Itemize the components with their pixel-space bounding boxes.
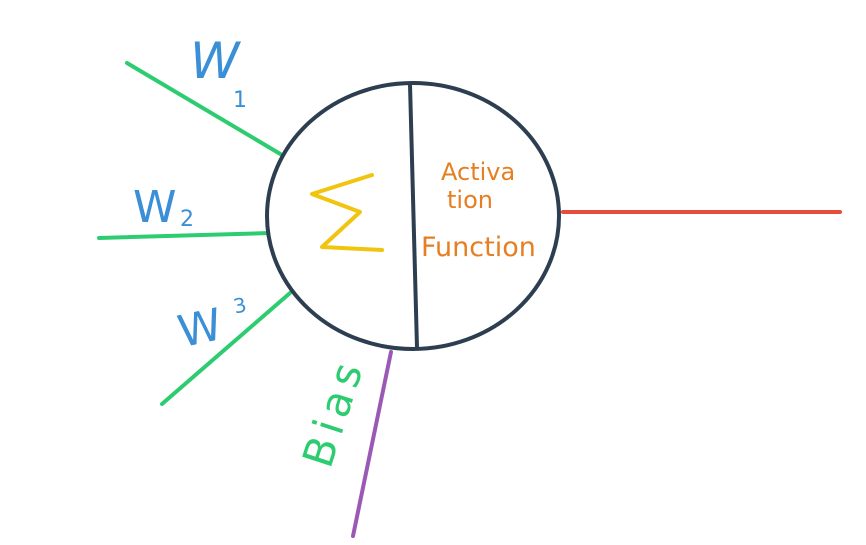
- weight-label-1: W 1: [190, 32, 247, 113]
- sum-symbol-icon: [310, 173, 384, 252]
- activation-label-line1: Activa: [441, 158, 515, 186]
- input-line-2: [97, 231, 272, 240]
- weight-label-3-letter: W: [174, 299, 227, 358]
- input-line-1: [125, 61, 284, 157]
- weight-label-3: W 3: [174, 292, 249, 358]
- weight-label-2-subscript: 2: [180, 207, 194, 232]
- activation-label-line2: tion: [447, 186, 493, 214]
- weight-label-1-subscript: 1: [233, 88, 247, 113]
- weight-label-2-letter: W: [133, 182, 177, 233]
- weight-label-1-letter: W: [190, 32, 241, 90]
- activation-label-line3: Function: [421, 232, 536, 263]
- bias-line: [351, 350, 393, 538]
- input-line-3: [160, 291, 292, 406]
- weight-label-2: W 2: [133, 182, 194, 233]
- bias-label: Bias: [293, 351, 374, 473]
- neuron-divider: [408, 82, 419, 350]
- weight-label-3-subscript: 3: [231, 292, 248, 318]
